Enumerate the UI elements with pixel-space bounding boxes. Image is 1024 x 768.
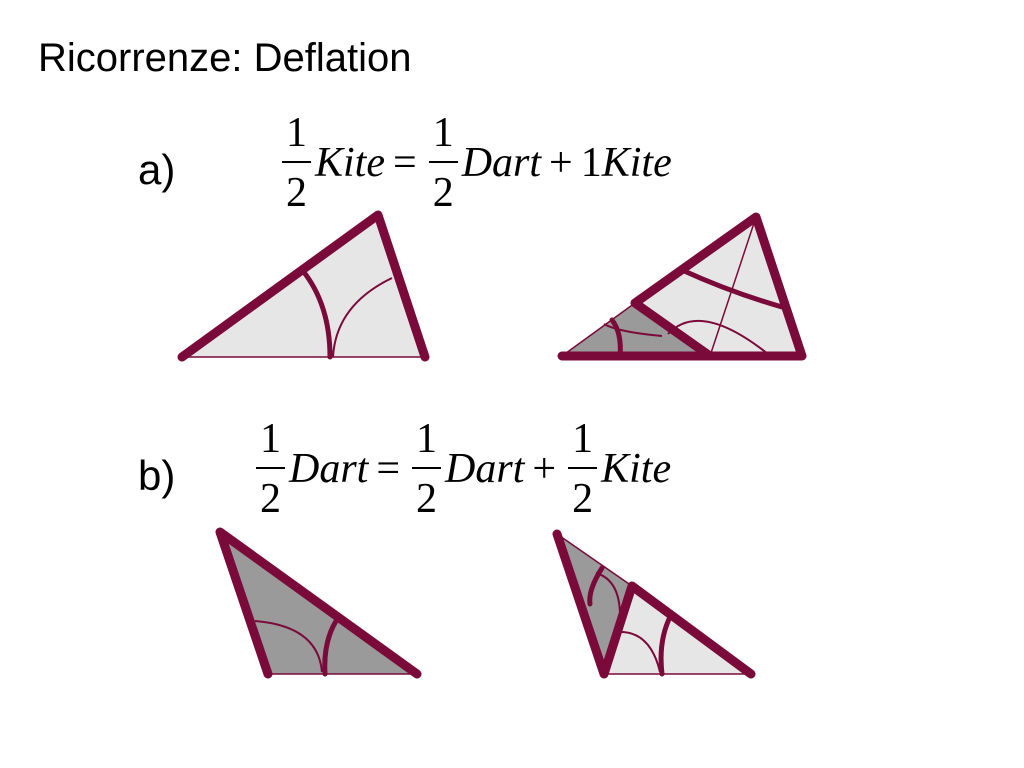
fraction-denominator: 2 <box>432 170 454 216</box>
arc-dart-large <box>587 565 605 607</box>
plus-sign: + <box>532 446 557 492</box>
arc-dart-small <box>603 323 663 337</box>
arc-small <box>332 277 393 358</box>
plus-sign: + <box>549 140 573 186</box>
tile-base-edge <box>561 302 636 357</box>
label-a: a) <box>138 146 176 193</box>
fraction-bar <box>256 467 285 469</box>
deflated-kite-tile <box>557 212 807 361</box>
equation-b-rhs2-fraction: 1 2 <box>568 416 598 522</box>
arc-kite-large <box>658 612 674 677</box>
equation-a-rhs1-term: Dart <box>461 140 542 186</box>
thick-edges <box>177 210 430 362</box>
equals-sign: = <box>393 140 417 186</box>
thick-edges <box>215 527 422 679</box>
page-title: Ricorrenze: Deflation <box>38 36 412 80</box>
arc-kite-large <box>679 267 785 310</box>
fraction-numerator: 1 <box>572 416 594 462</box>
fraction-denominator: 2 <box>416 476 438 522</box>
deflated-dart-tile <box>552 529 756 679</box>
arc-kite-small <box>616 630 661 673</box>
equation-b-rhs1-term: Dart <box>445 446 525 492</box>
fraction-numerator: 1 <box>260 416 281 462</box>
equation-a: 1 2 Kite = 1 2 Dart + 1 Kite <box>278 112 672 214</box>
arc-large <box>322 615 341 677</box>
equation-a-lhs-fraction: 1 2 <box>282 112 311 214</box>
half-dart-tile <box>215 527 422 679</box>
equation-a-rhs2-coef: 1 <box>580 140 602 186</box>
thick-edges <box>557 212 807 361</box>
fraction-denominator: 2 <box>286 170 307 216</box>
half-kite-tile <box>177 210 430 362</box>
half-kite-fill <box>182 215 425 357</box>
equation-b: 1 2 Dart = 1 2 Dart + 1 2 Kite <box>252 418 671 520</box>
fraction-bar <box>282 161 311 163</box>
equation-a-lhs-term: Kite <box>315 140 385 186</box>
equation-b-lhs-fraction: 1 2 <box>256 418 285 520</box>
arc-large <box>300 268 333 360</box>
equation-a-rhs1-fraction: 1 2 <box>428 110 458 216</box>
equation-b-rhs1-fraction: 1 2 <box>412 416 442 522</box>
fraction-bar <box>568 467 598 469</box>
fraction-denominator: 2 <box>572 476 594 522</box>
equals-sign: = <box>376 446 401 492</box>
equation-a-rhs2-term: Kite <box>601 140 672 186</box>
arc-small <box>254 620 323 673</box>
dart-top-edge <box>556 533 633 587</box>
equation-b-rhs2-term: Kite <box>601 446 672 492</box>
fraction-bar <box>428 161 458 163</box>
fraction-numerator: 1 <box>416 416 438 462</box>
label-b: b) <box>138 452 176 499</box>
fraction-numerator: 1 <box>432 110 454 156</box>
thick-edges <box>552 529 756 679</box>
equation-b-lhs-term: Dart <box>289 446 369 492</box>
fraction-numerator: 1 <box>286 110 307 156</box>
inner-divider-line <box>709 216 757 357</box>
fraction-denominator: 2 <box>260 476 281 522</box>
fraction-bar <box>412 467 442 469</box>
half-dart-fill <box>562 303 710 356</box>
